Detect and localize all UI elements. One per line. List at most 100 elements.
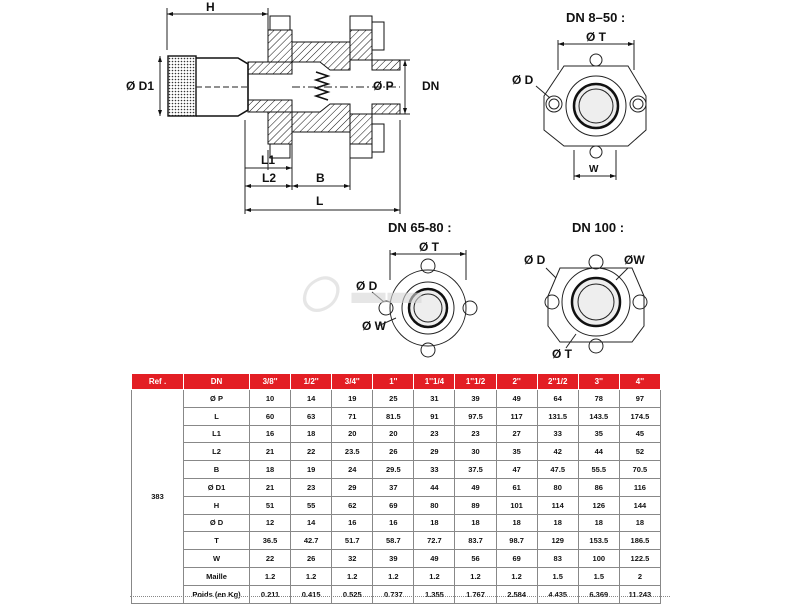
value-cell: 29 <box>413 442 456 462</box>
view-dn8-50-d: Ø D <box>512 73 534 87</box>
header-cell: 2''1/2 <box>536 373 579 390</box>
technical-drawing: H Ø D1 Ø P <box>126 0 648 361</box>
value-cell: 29 <box>331 477 374 497</box>
dim-p-label: Ø P <box>373 79 394 93</box>
ref-cell: 383 <box>131 389 184 604</box>
value-cell: 0.415 <box>290 584 333 604</box>
value-cell: 18 <box>290 424 333 444</box>
value-cell: 22 <box>248 549 292 568</box>
value-cell: 19 <box>331 389 374 408</box>
dim-l2-label: L2 <box>262 171 276 185</box>
value-cell: 14 <box>290 389 333 408</box>
value-cell: 55 <box>290 495 333 515</box>
header-cell: 1''1/4 <box>413 373 456 390</box>
value-cell: 144 <box>618 495 662 515</box>
view-dn8-50: DN 8–50 : Ø T Ø D W <box>512 10 647 180</box>
value-cell: 18 <box>454 513 497 533</box>
value-cell: 20 <box>372 424 415 444</box>
value-cell: 18 <box>413 513 456 533</box>
value-cell: 10 <box>248 389 292 408</box>
value-cell: 18 <box>248 460 292 479</box>
value-cell: 60 <box>248 406 292 426</box>
value-cell: 26 <box>290 549 333 568</box>
value-cell: 126 <box>577 495 620 515</box>
value-cell: 27 <box>495 424 538 444</box>
value-cell: 71 <box>331 406 374 426</box>
value-cell: 80 <box>536 477 579 497</box>
value-cell: 117 <box>495 406 538 426</box>
value-cell: 97 <box>618 389 662 408</box>
header-cell: 1''1/2 <box>454 373 497 390</box>
value-cell: 51 <box>248 495 292 515</box>
dim-b-label: B <box>316 171 325 185</box>
header-cell: 2'' <box>495 373 538 390</box>
value-cell: 114 <box>536 495 579 515</box>
value-cell: 1.2 <box>454 566 497 586</box>
value-cell: 1.5 <box>577 566 620 586</box>
value-cell: 18 <box>536 513 579 533</box>
value-cell: 153.5 <box>577 531 620 551</box>
value-cell: 22 <box>290 442 333 462</box>
value-cell: 42 <box>536 442 579 462</box>
value-cell: 69 <box>372 495 415 515</box>
value-cell: 56 <box>454 549 497 568</box>
value-cell: 18 <box>618 513 662 533</box>
view-dn100-d: Ø D <box>524 253 546 267</box>
view-dn100: DN 100 : Ø D ØW Ø T <box>524 220 648 361</box>
dim-l1-label: L1 <box>261 153 275 167</box>
value-cell: 18 <box>495 513 538 533</box>
value-cell: 47.5 <box>536 460 579 479</box>
view-dn100-t: Ø T <box>552 347 573 361</box>
value-cell: 23 <box>454 424 497 444</box>
header-cell: 1/2'' <box>290 373 333 390</box>
value-cell: 98.7 <box>495 531 538 551</box>
value-cell: 25 <box>372 389 415 408</box>
value-cell: 36.5 <box>248 531 292 551</box>
value-cell: 23 <box>290 477 333 497</box>
value-cell: 143.5 <box>577 406 620 426</box>
param-cell: T <box>183 531 250 551</box>
value-cell: 47 <box>495 460 538 479</box>
value-cell: 129 <box>536 531 579 551</box>
value-cell: 83 <box>536 549 579 568</box>
value-cell: 39 <box>454 389 497 408</box>
value-cell: 89 <box>454 495 497 515</box>
value-cell: 1.5 <box>536 566 579 586</box>
value-cell: 33 <box>413 460 456 479</box>
value-cell: 16 <box>248 424 292 444</box>
param-cell: Ø D <box>183 513 250 533</box>
view-dn100-w: ØW <box>624 253 645 267</box>
value-cell: 35 <box>577 424 620 444</box>
param-cell: L <box>183 406 250 426</box>
value-cell: 174.5 <box>618 406 662 426</box>
value-cell: 20 <box>331 424 374 444</box>
param-cell: L2 <box>183 442 250 462</box>
view-dn65-80-w: Ø W <box>362 319 387 333</box>
view-dn8-50-t: Ø T <box>586 30 607 44</box>
header-cell: DN <box>183 373 250 390</box>
header-cell: 3/8'' <box>248 373 292 390</box>
value-cell: 62 <box>331 495 374 515</box>
value-cell: 29.5 <box>372 460 415 479</box>
value-cell: 31 <box>413 389 456 408</box>
param-cell: Ø P <box>183 389 250 408</box>
dim-h-label: H <box>206 0 215 14</box>
view-dn100-title: DN 100 : <box>572 220 624 235</box>
value-cell: 44 <box>577 442 620 462</box>
value-cell: 37 <box>372 477 415 497</box>
value-cell: 44 <box>413 477 456 497</box>
value-cell: 61 <box>495 477 538 497</box>
value-cell: 39 <box>372 549 415 568</box>
value-cell: 58.7 <box>372 531 415 551</box>
value-cell: 55.5 <box>577 460 620 479</box>
dim-d1-label: Ø D1 <box>126 79 154 93</box>
value-cell: 21 <box>248 477 292 497</box>
value-cell: 1.2 <box>372 566 415 586</box>
value-cell: 1.2 <box>413 566 456 586</box>
